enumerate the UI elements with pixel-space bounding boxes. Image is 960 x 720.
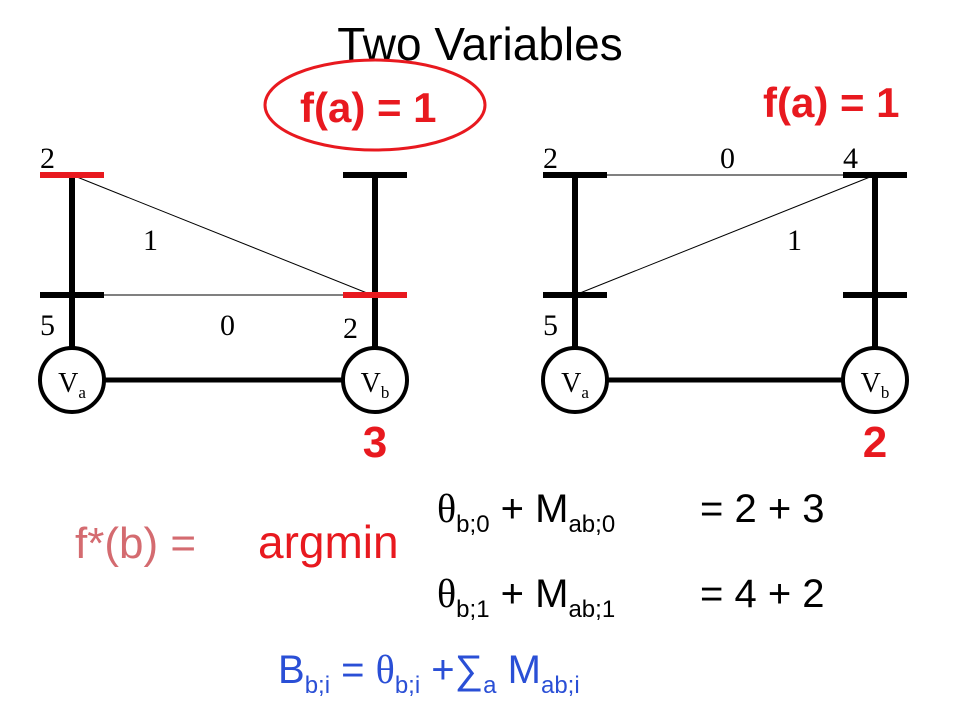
left-vb-bottom-value: 2 [343,312,358,345]
row1-theta-sub: b;1 [456,596,489,623]
left-va-bottom-value: 5 [40,309,55,342]
left-va-node-label: Va [58,368,86,402]
right-va-bottom-value: 5 [543,309,558,342]
left-vb-node-sub: b [381,383,390,402]
left-vb-node [341,346,409,414]
formula-row-0: θb;0 + Mab;0 [437,486,615,538]
right-vb-node-sub: b [881,383,890,402]
right-vb-top-value: 4 [843,142,858,175]
left-vb-node-label: Vb [361,368,390,402]
left-va-top-value: 2 [40,142,55,175]
left-edge-cost-bottom: 0 [220,309,235,342]
argmin-label: argmin [258,516,399,568]
formula: f*(b) = argmin θb;0 + Mab;0 = 2 + 3 θb;1… [75,486,825,699]
formula-row-1-result: = 4 + 2 [700,572,825,616]
left-va-node-sub: a [78,383,86,402]
belief-sum-sub: a [483,672,497,699]
belief-theta: θ [376,647,395,692]
row1-theta: θ [437,571,456,616]
belief-B: B [278,648,305,692]
right-vb-node-label: Vb [861,368,890,402]
belief-theta-sub: b;i [395,672,420,699]
left-fa-highlight-ellipse [263,58,487,152]
right-va-node-label: Va [561,368,589,402]
belief-plus-sum: +∑ [420,648,483,692]
row0-theta-sub: b;0 [456,511,489,538]
fstar-label: f*(b) = [75,519,196,568]
right-panel: f(a) = 1 Va Vb 2 5 4 0 1 2 [541,79,909,467]
formula-row-0-result: = 2 + 3 [700,487,825,531]
left-fa-label: f(a) = 1 [300,84,437,131]
belief-equation: Bb;i = θb;i +∑a Mab;i [278,647,580,699]
belief-eq: = [330,648,376,692]
belief-M-sub: ab;i [541,672,580,699]
left-edge-diag [71,174,373,296]
right-va-node [541,346,609,414]
row1-m-sub: ab;1 [568,596,615,623]
slide-title: Two Variables [337,18,623,70]
left-va-node [38,346,106,414]
belief-M: M [497,648,541,692]
right-fa-label: f(a) = 1 [763,79,900,126]
right-edge-cost-top: 0 [720,142,735,175]
right-message-total: 2 [863,418,887,467]
right-edge-diag [574,174,876,296]
row0-theta: θ [437,486,456,531]
formula-row-1: θb;1 + Mab;1 [437,571,615,623]
right-edge-cost-diag: 1 [787,224,802,257]
right-va-node-sub: a [581,383,589,402]
left-message-total: 3 [363,418,387,467]
row0-m-sub: ab;0 [568,511,615,538]
left-panel: f(a) = 1 Va Vb 2 5 2 1 0 3 [38,58,487,467]
right-vb-node [841,346,909,414]
row1-plus-m: + M [490,572,569,616]
belief-B-sub: b;i [305,672,330,699]
right-va-top-value: 2 [543,142,558,175]
row0-plus-m: + M [490,487,569,531]
left-edge-cost-top: 1 [143,224,158,257]
